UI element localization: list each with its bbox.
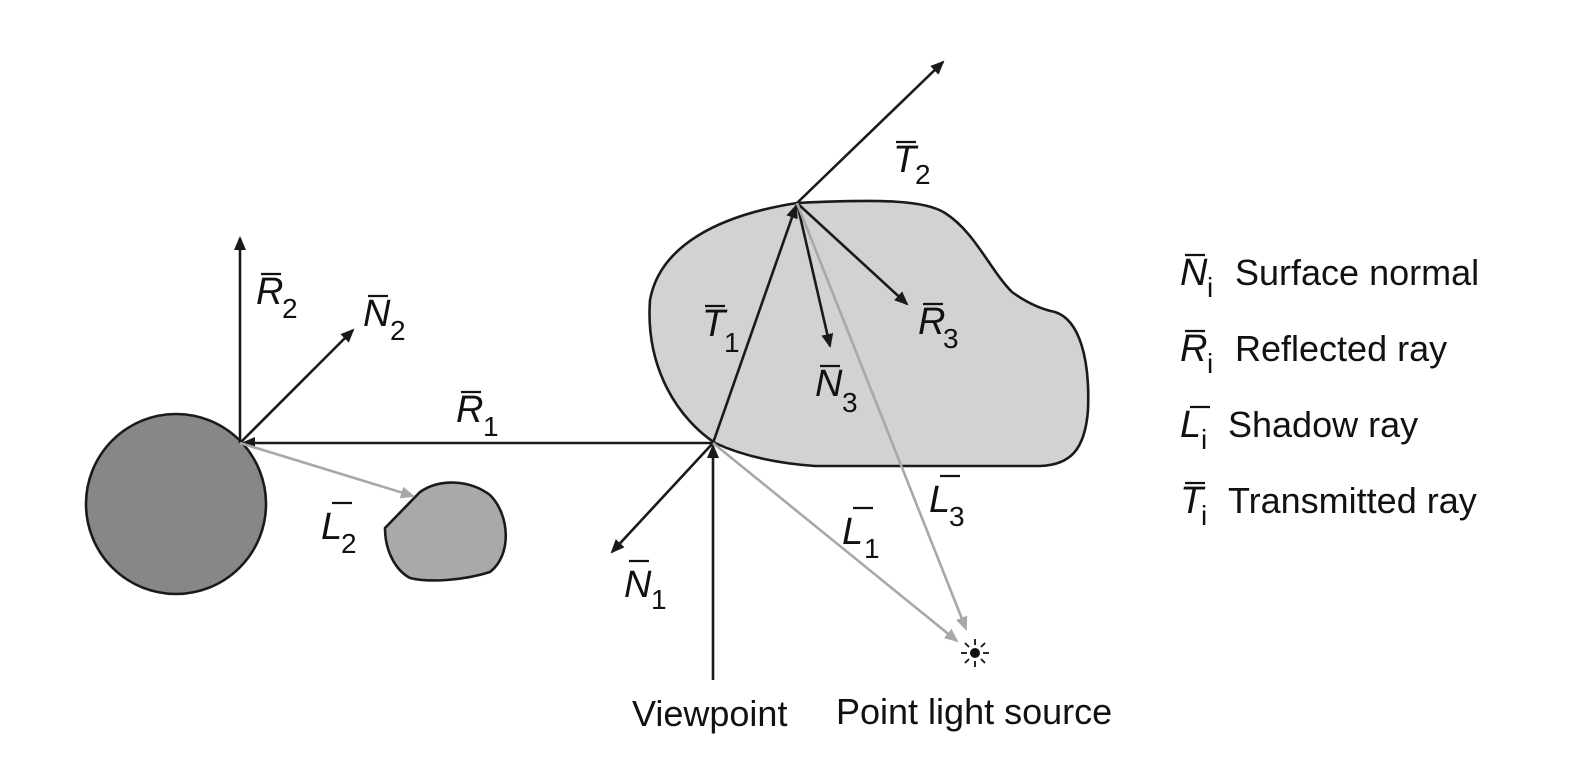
legend-item-surface-normal: N i Surface normal [1180, 252, 1479, 303]
L2-ray [239, 441, 415, 499]
T2-ray [796, 60, 945, 204]
legend-item-shadow-ray: L i Shadow ray [1180, 404, 1418, 455]
svg-text:i: i [1201, 500, 1207, 531]
svg-text:T: T [702, 303, 728, 345]
svg-text:N: N [815, 363, 843, 405]
label-L3: L 3 [929, 474, 965, 532]
legend: N i Surface normal R i Reflected ray L i… [1180, 252, 1479, 531]
svg-text:2: 2 [341, 528, 357, 559]
svg-text:2: 2 [282, 293, 298, 324]
L1-ray [712, 441, 959, 643]
svg-text:T: T [893, 139, 919, 181]
legend-item-reflected-ray: R i Reflected ray [1180, 328, 1447, 379]
svg-text:3: 3 [943, 323, 959, 354]
svg-text:1: 1 [864, 533, 880, 564]
svg-text:L: L [321, 506, 342, 548]
svg-text:N: N [363, 293, 391, 335]
label-L1: L 1 [842, 506, 880, 564]
label-T2: T 2 [893, 139, 931, 190]
svg-text:R: R [918, 301, 945, 343]
N3-ray [795, 202, 834, 348]
svg-text:Shadow ray: Shadow ray [1228, 404, 1418, 445]
svg-text:1: 1 [651, 584, 667, 615]
svg-text:2: 2 [915, 159, 931, 190]
svg-text:2: 2 [390, 315, 406, 346]
small-object [383, 481, 508, 582]
svg-text:i: i [1207, 272, 1213, 303]
svg-text:R: R [1180, 328, 1207, 370]
svg-text:L: L [842, 511, 863, 553]
light-source-label: Point light source [836, 691, 1112, 732]
svg-text:Surface normal: Surface normal [1235, 252, 1479, 293]
viewpoint-label: Viewpoint [632, 693, 787, 734]
svg-text:3: 3 [949, 501, 965, 532]
svg-text:R: R [256, 271, 283, 313]
svg-text:Transmitted ray: Transmitted ray [1228, 480, 1477, 521]
N2-ray [239, 328, 355, 444]
label-R3: R 3 [918, 301, 959, 354]
light-source-icon [961, 639, 989, 667]
label-R2: R 2 [256, 271, 298, 324]
label-R1: R 1 [456, 389, 499, 442]
R3-ray [796, 202, 909, 306]
svg-text:L: L [1180, 404, 1201, 446]
label-T1: T 1 [702, 303, 740, 358]
sphere-object [84, 412, 268, 596]
label-L2: L 2 [321, 501, 357, 559]
svg-text:T: T [1180, 480, 1206, 522]
svg-text:3: 3 [842, 387, 858, 418]
large-object [648, 199, 1090, 468]
svg-text:N: N [1180, 252, 1208, 294]
svg-text:L: L [929, 479, 950, 521]
svg-text:R: R [456, 389, 483, 431]
svg-text:N: N [624, 564, 652, 606]
legend-item-transmitted-ray: T i Transmitted ray [1180, 480, 1477, 531]
T1-ray [711, 204, 798, 444]
svg-text:i: i [1207, 348, 1213, 379]
svg-text:Reflected ray: Reflected ray [1235, 328, 1447, 369]
svg-text:1: 1 [724, 327, 740, 358]
label-N2: N 2 [363, 293, 406, 346]
svg-text:i: i [1201, 424, 1207, 455]
L3-ray [795, 202, 968, 631]
label-N3: N 3 [815, 363, 858, 418]
label-N1: N 1 [624, 559, 667, 615]
N1-ray [610, 442, 714, 554]
svg-text:1: 1 [483, 411, 499, 442]
